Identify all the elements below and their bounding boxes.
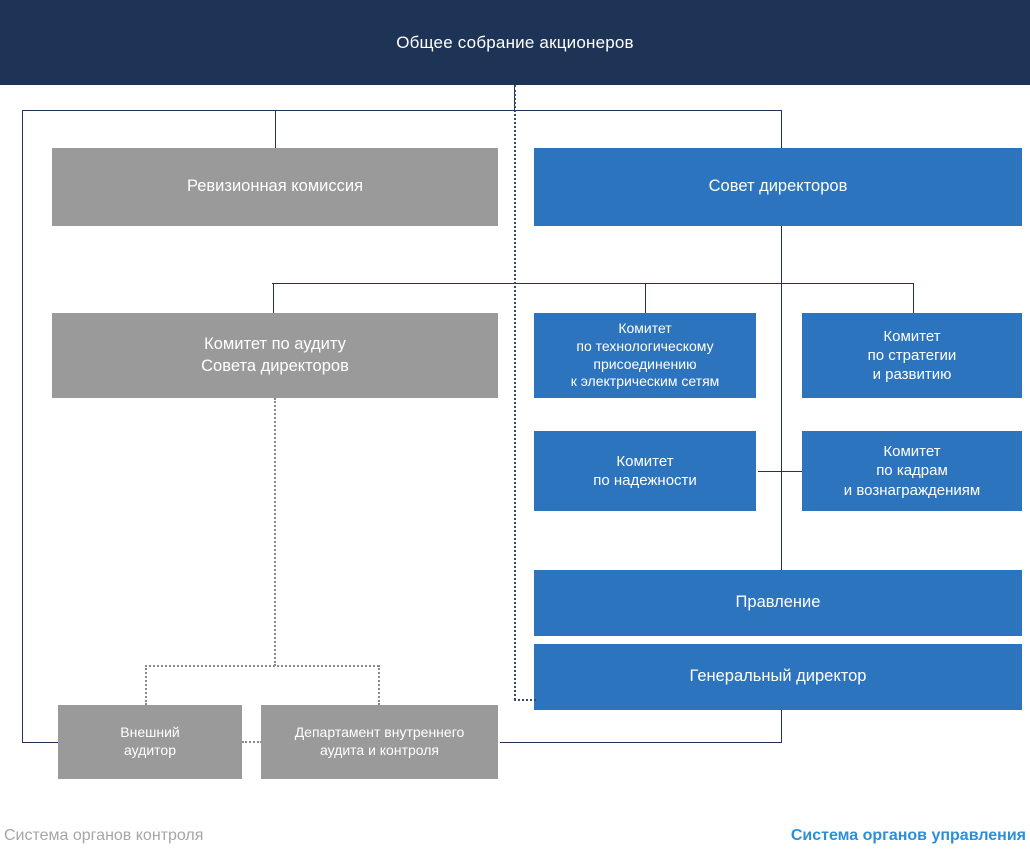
node-hr-remuneration-committee[interactable]: Комитет по кадрам и вознаграждениям bbox=[802, 431, 1022, 511]
system-divider-to-ceo bbox=[514, 699, 536, 701]
node-management-board-label: Правление bbox=[735, 593, 821, 612]
page-title: Общее собрание акционеров bbox=[396, 32, 634, 52]
node-revision-commission-label: Ревизионная комиссия bbox=[186, 177, 364, 196]
node-board-of-directors-label: Совет директоров bbox=[708, 177, 848, 196]
node-external-auditor-label: Внешний аудитор bbox=[120, 724, 180, 758]
node-ceo[interactable]: Генеральный директор bbox=[534, 644, 1022, 710]
connector-dotted-to-internal-audit-dept bbox=[378, 665, 380, 705]
system-divider-dotted-line bbox=[514, 85, 516, 700]
connector-dotted-to-external-auditor bbox=[145, 665, 147, 705]
connector-board-stub bbox=[781, 226, 782, 283]
connector-to-board bbox=[781, 110, 782, 148]
node-internal-audit-department[interactable]: Департамент внутреннего аудита и контрол… bbox=[261, 705, 498, 779]
node-management-board[interactable]: Правление bbox=[534, 570, 1022, 636]
node-audit-committee[interactable]: Комитет по аудиту Совета директоров bbox=[52, 313, 498, 398]
node-internal-audit-department-label: Департамент внутреннего аудита и контрол… bbox=[294, 724, 465, 758]
node-tech-connection-committee[interactable]: Комитет по технологическому присоединени… bbox=[534, 313, 756, 398]
connector-audit-committee-dotted-stem bbox=[274, 398, 276, 666]
connector-to-strategy-committee bbox=[913, 283, 914, 313]
connector-level2-bar bbox=[272, 283, 914, 284]
connector-ceo-to-left-rail bbox=[500, 742, 782, 743]
node-strategy-committee-label: Комитет по стратегии и развитию bbox=[867, 327, 957, 384]
node-tech-connection-committee-label: Комитет по технологическому присоединени… bbox=[570, 319, 720, 390]
connector-ceo-stub bbox=[781, 710, 782, 743]
node-external-auditor[interactable]: Внешний аудитор bbox=[58, 705, 242, 779]
connector-left-rail-to-external-auditor bbox=[22, 742, 58, 743]
legend-control-system: Система органов контроля bbox=[4, 827, 204, 844]
connector-to-audit-committee bbox=[273, 283, 274, 313]
node-revision-commission[interactable]: Ревизионная комиссия bbox=[52, 148, 498, 226]
connector-to-tech-committee bbox=[645, 283, 646, 313]
node-reliability-committee-label: Комитет по надежности bbox=[593, 452, 697, 489]
node-strategy-committee[interactable]: Комитет по стратегии и развитию bbox=[802, 313, 1022, 398]
connector-level1-bar bbox=[22, 110, 782, 111]
legend-management-system: Система органов управления bbox=[790, 827, 1026, 844]
connector-to-revision-commission bbox=[275, 110, 276, 148]
node-ceo-label: Генеральный директор bbox=[689, 667, 867, 686]
shareholders-meeting-header[interactable]: Общее собрание акционеров bbox=[0, 0, 1030, 85]
connector-audit-dotted-bar bbox=[145, 665, 379, 667]
connector-left-rail bbox=[22, 110, 23, 743]
node-hr-remuneration-committee-label: Комитет по кадрам и вознаграждениям bbox=[843, 443, 981, 499]
node-reliability-committee[interactable]: Комитет по надежности bbox=[534, 431, 756, 511]
node-board-of-directors[interactable]: Совет директоров bbox=[534, 148, 1022, 226]
connector-reliability-hr-tee bbox=[758, 471, 804, 472]
connector-board-to-management-board bbox=[781, 283, 782, 570]
connector-dotted-auditor-to-department bbox=[242, 741, 262, 743]
node-audit-committee-label: Комитет по аудиту Совета директоров bbox=[201, 335, 349, 375]
